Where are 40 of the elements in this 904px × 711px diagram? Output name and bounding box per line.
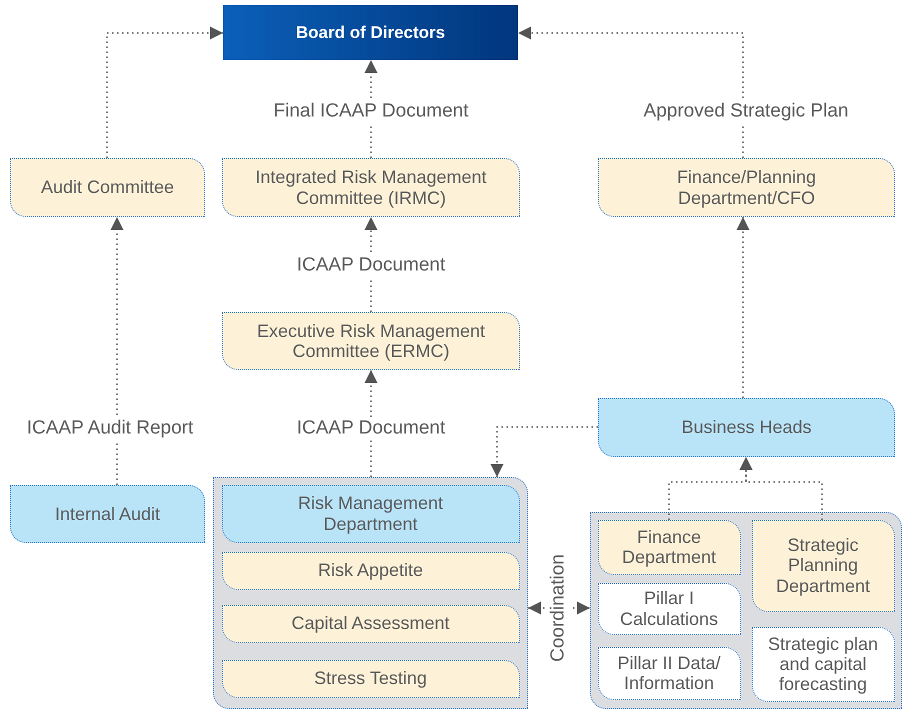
arrow bbox=[736, 217, 750, 398]
node-label: Executive Risk Management Committee (ERMC) bbox=[256, 320, 486, 362]
arrow bbox=[518, 26, 744, 158]
arrow bbox=[490, 426, 598, 477]
process-box bbox=[10, 485, 205, 543]
node-label: Business Heads bbox=[681, 417, 812, 438]
process-box bbox=[222, 552, 520, 590]
process-box bbox=[222, 660, 520, 698]
process-box bbox=[10, 158, 205, 217]
node-label: Strategic plan and capital forecasting bbox=[766, 634, 880, 694]
process-box bbox=[222, 604, 520, 642]
arrow bbox=[110, 217, 124, 485]
node-label: Risk Appetite bbox=[318, 560, 424, 581]
process-box bbox=[598, 582, 740, 634]
arrow bbox=[740, 457, 823, 520]
node-label: Internal Audit bbox=[54, 504, 160, 524]
board-box bbox=[223, 5, 518, 60]
node-label: Pillar I Calculations bbox=[618, 588, 720, 629]
process-box bbox=[598, 520, 740, 574]
node-label: Finance/Planning Department/CFO bbox=[676, 167, 818, 208]
node-label: Stress Testing bbox=[314, 668, 427, 689]
arrow bbox=[106, 26, 223, 158]
process-box bbox=[752, 626, 894, 702]
process-box bbox=[222, 484, 520, 542]
process-box bbox=[598, 158, 895, 217]
node-label: Board of Directors bbox=[296, 22, 446, 42]
node-label: Risk Management Department bbox=[296, 493, 444, 534]
process-box bbox=[598, 398, 895, 457]
node-label: Capital Assessment bbox=[291, 613, 450, 634]
node-label: Integrated Risk Management Committee (IRMC) bbox=[254, 167, 488, 208]
group-panel bbox=[590, 512, 902, 709]
node-label: Finance Department bbox=[620, 526, 718, 568]
group-panel bbox=[213, 477, 528, 709]
process-box bbox=[222, 158, 520, 217]
node-label: Pillar II Data/ Information bbox=[616, 652, 722, 694]
process-box bbox=[598, 646, 740, 700]
node-label: Strategic Planning Department bbox=[774, 535, 872, 596]
process-box bbox=[752, 520, 894, 612]
node-label: Audit Committee bbox=[40, 177, 174, 198]
process-box bbox=[222, 312, 520, 370]
